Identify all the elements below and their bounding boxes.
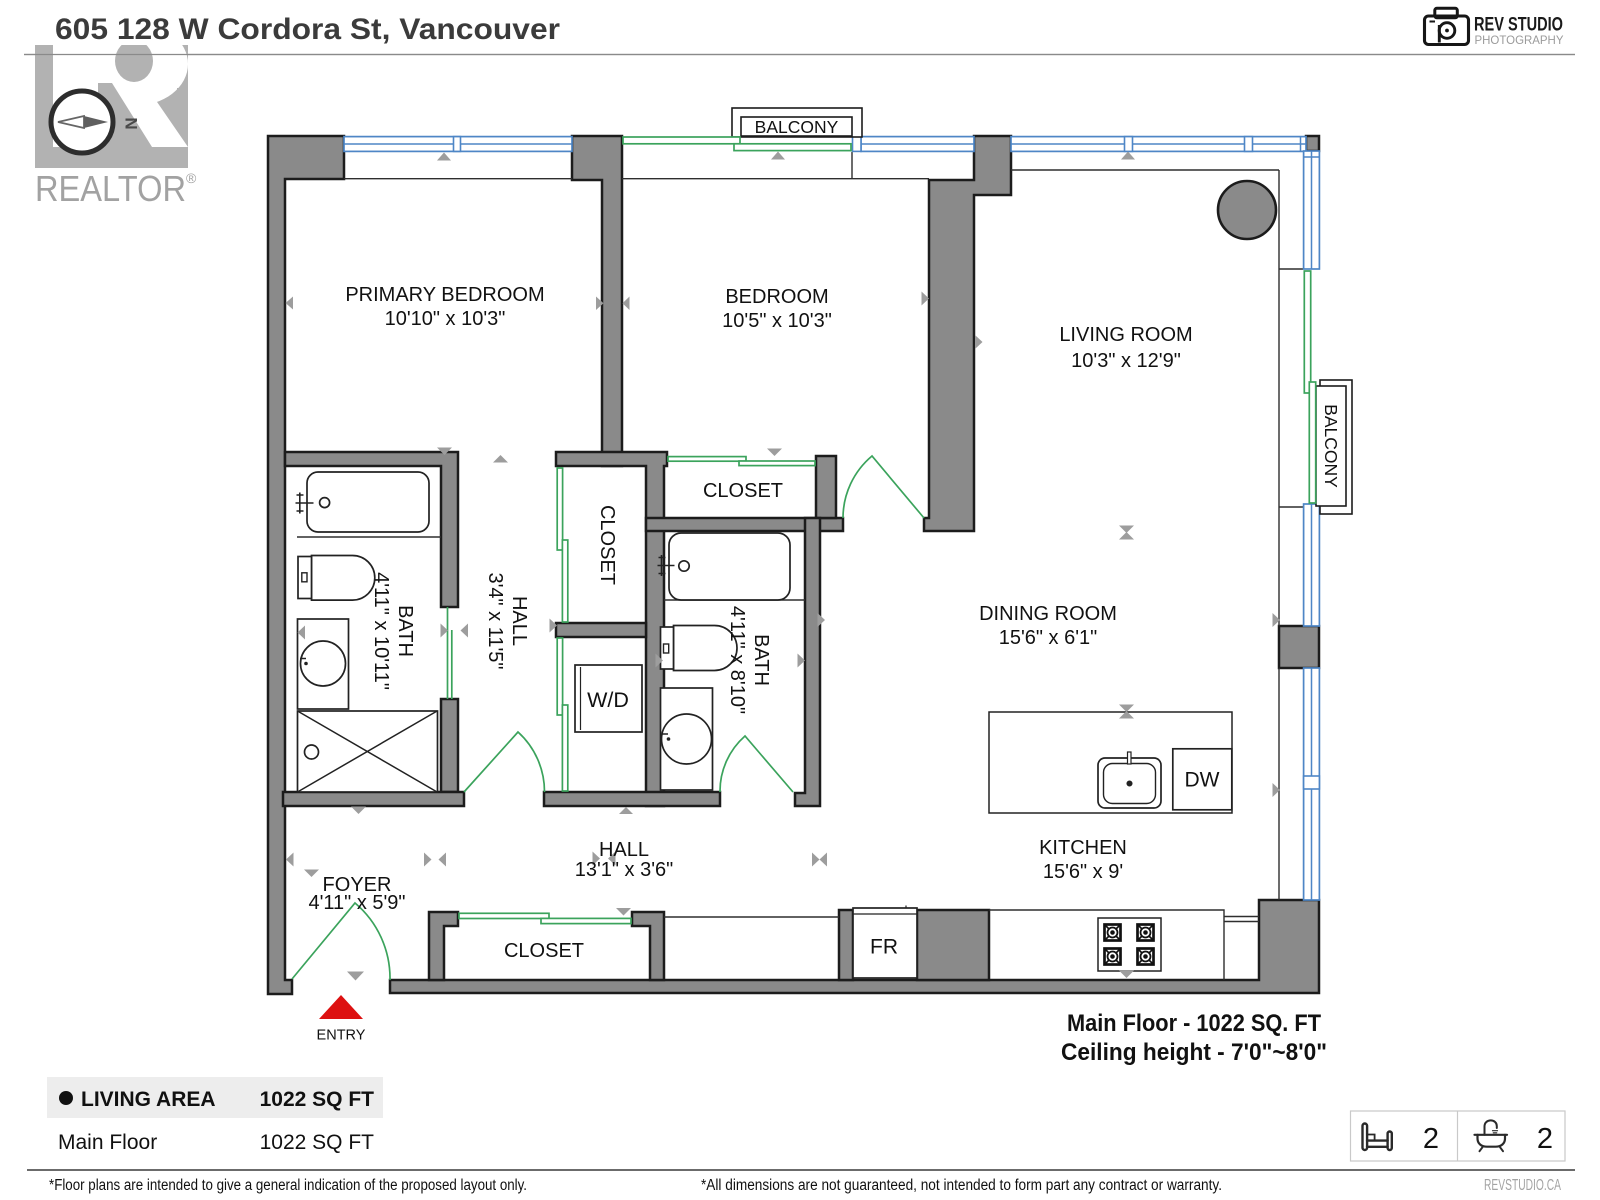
svg-text:REALTOR: REALTOR <box>35 168 186 209</box>
svg-text:4'11" x 5'9": 4'11" x 5'9" <box>308 892 405 914</box>
svg-text:1022 SQ FT: 1022 SQ FT <box>260 1088 375 1111</box>
svg-text:Ceiling height - 7'0"~8'0": Ceiling height - 7'0"~8'0" <box>1061 1039 1327 1066</box>
svg-text:CLOSET: CLOSET <box>703 480 783 502</box>
svg-text:Main Floor: Main Floor <box>58 1131 157 1154</box>
svg-text:HALL: HALL <box>508 596 530 646</box>
svg-text:W/D: W/D <box>587 688 629 712</box>
svg-text:1022 SQ FT: 1022 SQ FT <box>260 1131 375 1154</box>
svg-text:REVSTUDIO.CA: REVSTUDIO.CA <box>1484 1177 1561 1194</box>
svg-text:15'6" x 6'1": 15'6" x 6'1" <box>999 627 1098 649</box>
svg-text:BATH: BATH <box>394 605 416 657</box>
svg-text:BALCONY: BALCONY <box>755 117 839 137</box>
svg-text:CLOSET: CLOSET <box>504 940 584 962</box>
svg-text:BEDROOM: BEDROOM <box>725 286 828 308</box>
svg-text:4'11" x 10'11": 4'11" x 10'11" <box>370 572 392 690</box>
svg-text:4'11" x 8'10": 4'11" x 8'10" <box>726 606 748 714</box>
svg-text:®: ® <box>186 170 197 186</box>
svg-text:N: N <box>122 117 141 129</box>
svg-text:3'4" x 11'5": 3'4" x 11'5" <box>484 572 506 669</box>
svg-text:*All dimensions are not guaran: *All dimensions are not guaranteed, not … <box>701 1177 1222 1194</box>
svg-text:15'6" x 9': 15'6" x 9' <box>1043 861 1123 883</box>
svg-text:13'1" x 3'6": 13'1" x 3'6" <box>575 859 674 881</box>
svg-text:FOYER: FOYER <box>323 874 392 896</box>
svg-text:FR: FR <box>870 936 898 959</box>
svg-text:KITCHEN: KITCHEN <box>1039 837 1127 859</box>
svg-text:10'3" x 12'9": 10'3" x 12'9" <box>1071 350 1181 372</box>
svg-text:LIVING AREA: LIVING AREA <box>81 1088 216 1111</box>
svg-text:2: 2 <box>1537 1123 1553 1155</box>
svg-text:CLOSET: CLOSET <box>596 505 618 585</box>
svg-text:REV STUDIO: REV STUDIO <box>1474 14 1563 36</box>
svg-text:605 128 W Cordora St, Vancouve: 605 128 W Cordora St, Vancouver <box>55 13 560 46</box>
svg-text:10'10" x 10'3": 10'10" x 10'3" <box>385 308 506 330</box>
svg-text:PRIMARY BEDROOM: PRIMARY BEDROOM <box>345 284 544 306</box>
svg-text:DINING ROOM: DINING ROOM <box>979 603 1117 625</box>
svg-text:DW: DW <box>1185 769 1220 792</box>
svg-text:10'5" x 10'3": 10'5" x 10'3" <box>722 310 832 332</box>
svg-text:PHOTOGRAPHY: PHOTOGRAPHY <box>1475 33 1564 47</box>
svg-text:ENTRY: ENTRY <box>317 1028 366 1044</box>
svg-text:HALL: HALL <box>599 839 649 861</box>
svg-text:2: 2 <box>1423 1123 1439 1155</box>
svg-text:LIVING ROOM: LIVING ROOM <box>1059 324 1192 346</box>
svg-text:Main Floor - 1022 SQ. FT: Main Floor - 1022 SQ. FT <box>1067 1010 1321 1037</box>
svg-text:BATH: BATH <box>750 634 772 686</box>
svg-text:BALCONY: BALCONY <box>1321 404 1341 488</box>
svg-text:*Floor plans are intended to g: *Floor plans are intended to give a gene… <box>49 1177 527 1194</box>
